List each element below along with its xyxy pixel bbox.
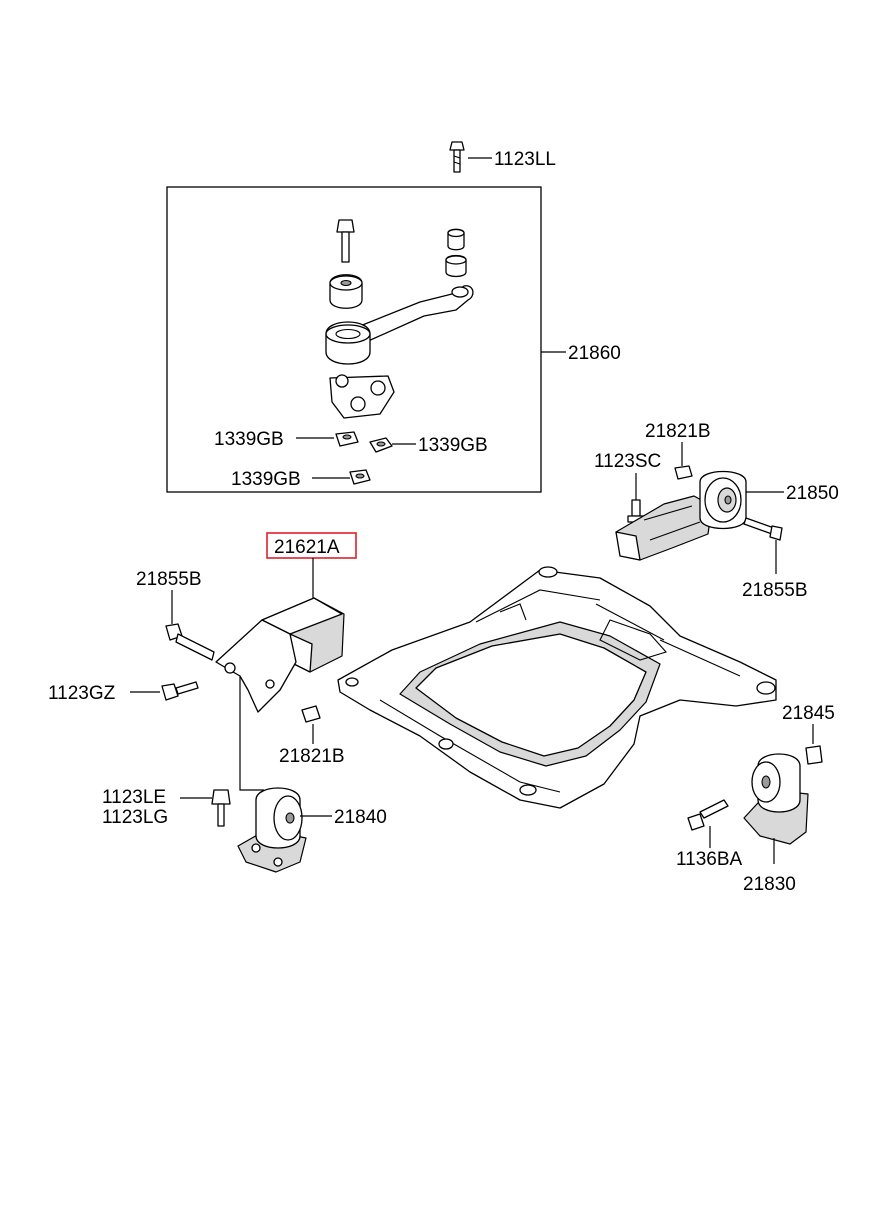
mount-21830[interactable] xyxy=(743,753,809,845)
nut-21821b-mid[interactable] xyxy=(301,705,321,723)
mount-21840[interactable] xyxy=(237,787,307,873)
nut-1339gb-c[interactable] xyxy=(349,469,371,485)
label-21821b-mid[interactable]: 21821B xyxy=(279,746,345,767)
bolt-1123le[interactable] xyxy=(211,789,231,827)
label-1123ll[interactable]: 1123LL xyxy=(494,149,556,170)
label-21855b-right[interactable]: 21855B xyxy=(742,580,808,601)
label-1123sc[interactable]: 1123SC xyxy=(594,451,661,472)
label-21855b-left[interactable]: 21855B xyxy=(136,569,202,590)
label-1136ba[interactable]: 1136BA xyxy=(676,849,743,870)
label-21860[interactable]: 21860 xyxy=(568,343,621,364)
kit-box-21860 xyxy=(166,186,542,493)
kit-cap-top[interactable] xyxy=(447,228,465,251)
label-21621a[interactable]: 21621A xyxy=(274,537,340,558)
highlight-box-21621a xyxy=(266,532,357,559)
label-1339gb-c[interactable]: 1339GB xyxy=(231,469,301,490)
label-21840[interactable]: 21840 xyxy=(334,807,387,828)
label-21850[interactable]: 21850 xyxy=(786,483,839,504)
bracket-21621a[interactable] xyxy=(215,597,345,713)
label-1123lg[interactable]: 1123LG xyxy=(102,807,168,828)
nut-1339gb-a[interactable] xyxy=(335,431,359,447)
bolt-1136ba[interactable] xyxy=(687,799,729,831)
label-1339gb-b[interactable]: 1339GB xyxy=(418,435,488,456)
nut-1339gb-b[interactable] xyxy=(369,437,393,453)
kit-bracket-plate[interactable] xyxy=(329,374,395,419)
nut-21845[interactable] xyxy=(805,745,823,765)
label-1123gz[interactable]: 1123GZ xyxy=(48,683,116,704)
kit-cap-lower[interactable] xyxy=(445,254,467,278)
label-1339gb-a[interactable]: 1339GB xyxy=(214,429,284,450)
bolt-1123ll[interactable] xyxy=(449,141,465,173)
bolt-21855b-right[interactable] xyxy=(743,517,783,541)
label-21845[interactable]: 21845 xyxy=(782,703,835,724)
kit-bolt[interactable] xyxy=(336,219,355,263)
mount-21850[interactable] xyxy=(615,470,747,561)
subframe-crossmember[interactable] xyxy=(337,566,777,809)
kit-bushing-upper[interactable] xyxy=(329,274,363,309)
bolt-1123gz[interactable] xyxy=(161,681,199,701)
nut-21821b-top[interactable] xyxy=(674,465,693,480)
label-21821b-top[interactable]: 21821B xyxy=(645,421,711,442)
bolt-21855b-left[interactable] xyxy=(165,623,215,661)
label-21830[interactable]: 21830 xyxy=(743,874,796,895)
kit-link-arm[interactable] xyxy=(325,285,474,365)
label-1123le[interactable]: 1123LE xyxy=(102,787,166,808)
